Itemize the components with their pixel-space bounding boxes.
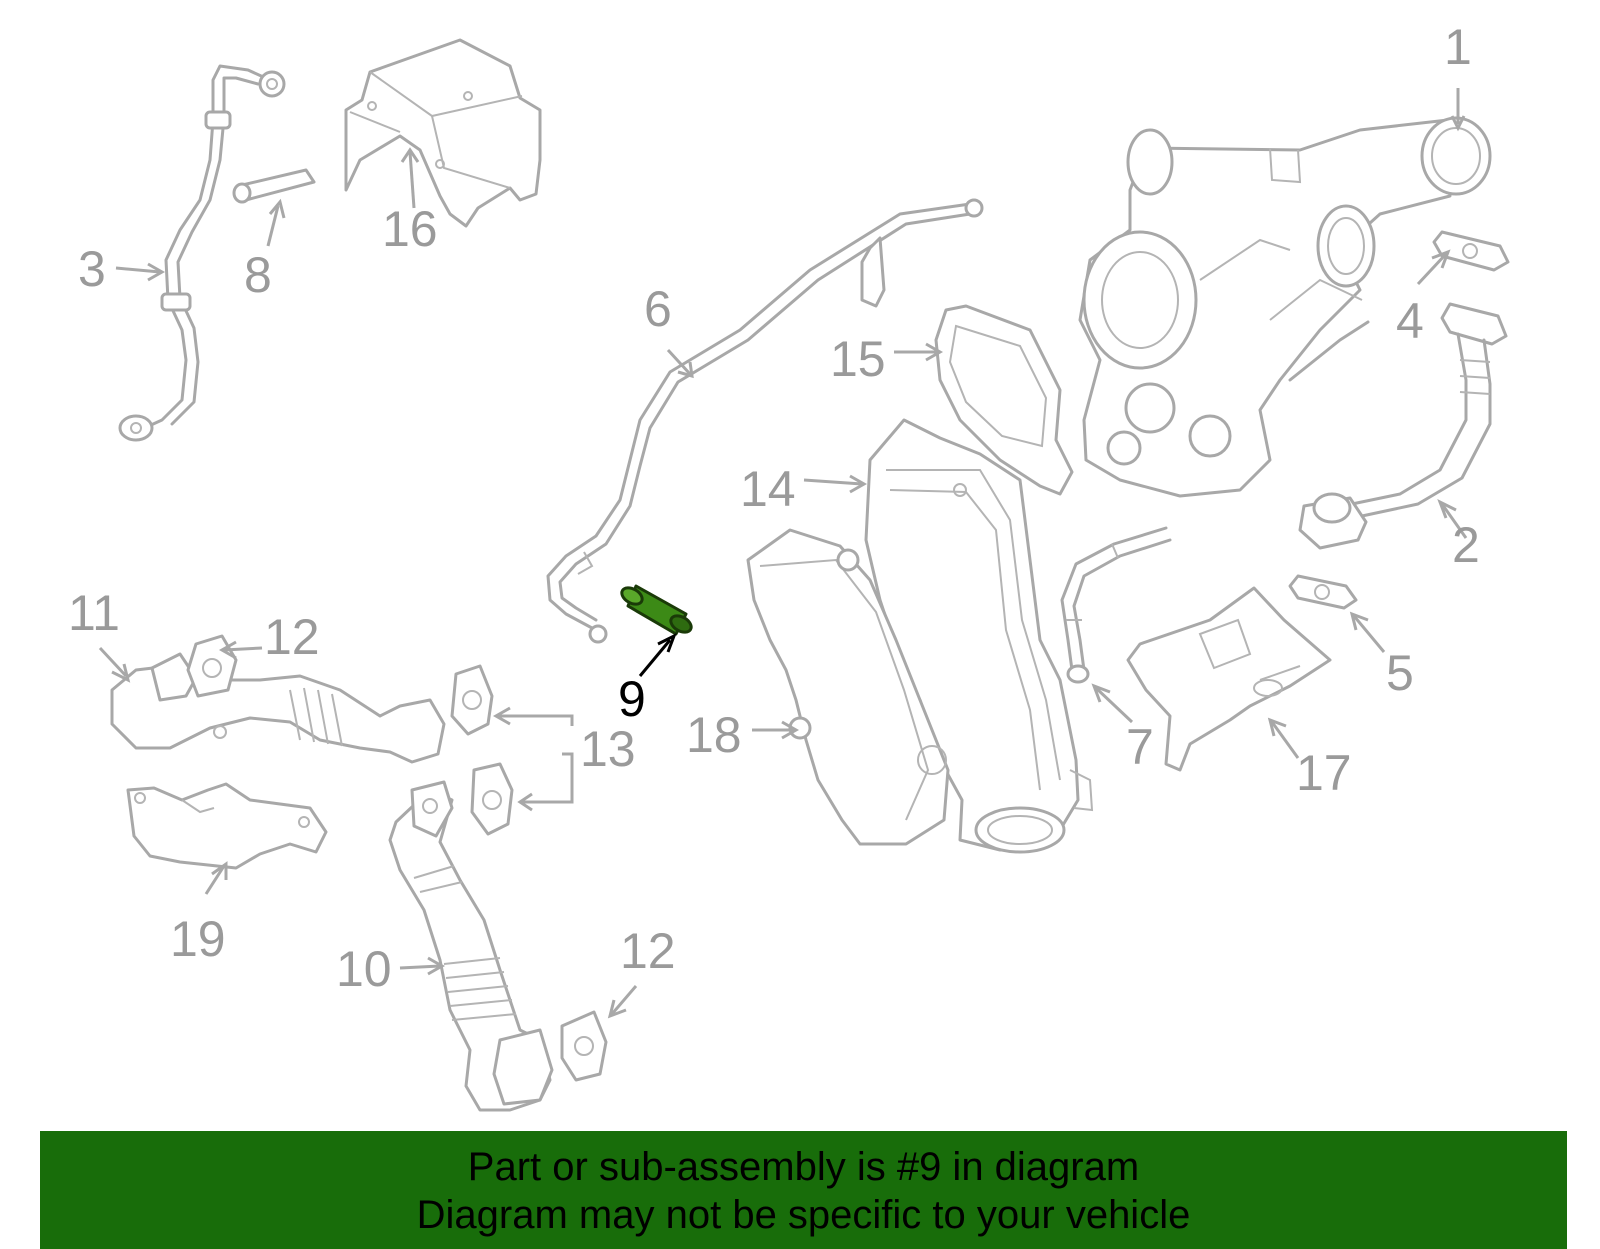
callout-labels: 1 2 3 4 5 6 7 8 9 10 11 12 12 13 14 15 1… xyxy=(68,19,1480,997)
part-12-gasket-lower xyxy=(560,1010,608,1082)
callout-14[interactable]: 14 xyxy=(740,461,796,517)
part-10-downpipe xyxy=(388,780,554,1112)
part-11-pipe xyxy=(110,634,446,764)
callout-12-upper[interactable]: 12 xyxy=(264,609,320,665)
callout-18[interactable]: 18 xyxy=(686,707,742,763)
part-17-heat-shield xyxy=(1126,586,1332,772)
callout-11[interactable]: 11 xyxy=(68,585,120,641)
callout-16[interactable]: 16 xyxy=(382,201,438,257)
callout-15[interactable]: 15 xyxy=(830,331,886,387)
callout-7[interactable]: 7 xyxy=(1126,719,1154,775)
part-5-gasket xyxy=(1288,574,1358,610)
part-6-pipe xyxy=(546,198,984,644)
part-14-manifold xyxy=(864,418,1094,854)
callout-6[interactable]: 6 xyxy=(644,281,672,337)
banner-part-note: Part or sub-assembly is #9 in diagram xyxy=(467,1145,1140,1189)
callout-3[interactable]: 3 xyxy=(78,241,106,297)
info-banner: Part or sub-assembly is #9 in diagram Di… xyxy=(40,1131,1567,1249)
part-13-gaskets xyxy=(450,664,514,836)
leader-lines xyxy=(98,88,1468,1019)
callout-10[interactable]: 10 xyxy=(336,941,392,997)
part-9-sleeve xyxy=(620,584,693,636)
callout-1[interactable]: 1 xyxy=(1444,19,1472,75)
part-8-sleeve xyxy=(232,168,316,204)
part-19-shield xyxy=(126,782,328,870)
callout-8[interactable]: 8 xyxy=(244,247,272,303)
part-1-turbocharger xyxy=(1078,116,1492,498)
callout-2[interactable]: 2 xyxy=(1452,517,1480,573)
part-2-return-tube xyxy=(1298,302,1508,550)
callout-17[interactable]: 17 xyxy=(1296,745,1352,801)
callout-5[interactable]: 5 xyxy=(1386,645,1414,701)
callout-19[interactable]: 19 xyxy=(170,911,226,967)
part-7-hose xyxy=(1060,526,1172,684)
part-3-oil-line xyxy=(118,64,286,442)
part-15-gasket xyxy=(934,304,1074,496)
callout-4[interactable]: 4 xyxy=(1396,293,1424,349)
callout-12-lower[interactable]: 12 xyxy=(620,923,676,979)
callout-9[interactable]: 9 xyxy=(618,671,646,727)
banner-disclaimer: Diagram may not be specific to your vehi… xyxy=(416,1193,1191,1237)
part-4-gasket xyxy=(1432,230,1510,272)
callout-13[interactable]: 13 xyxy=(580,721,636,777)
part-16-heat-shield xyxy=(344,38,542,228)
